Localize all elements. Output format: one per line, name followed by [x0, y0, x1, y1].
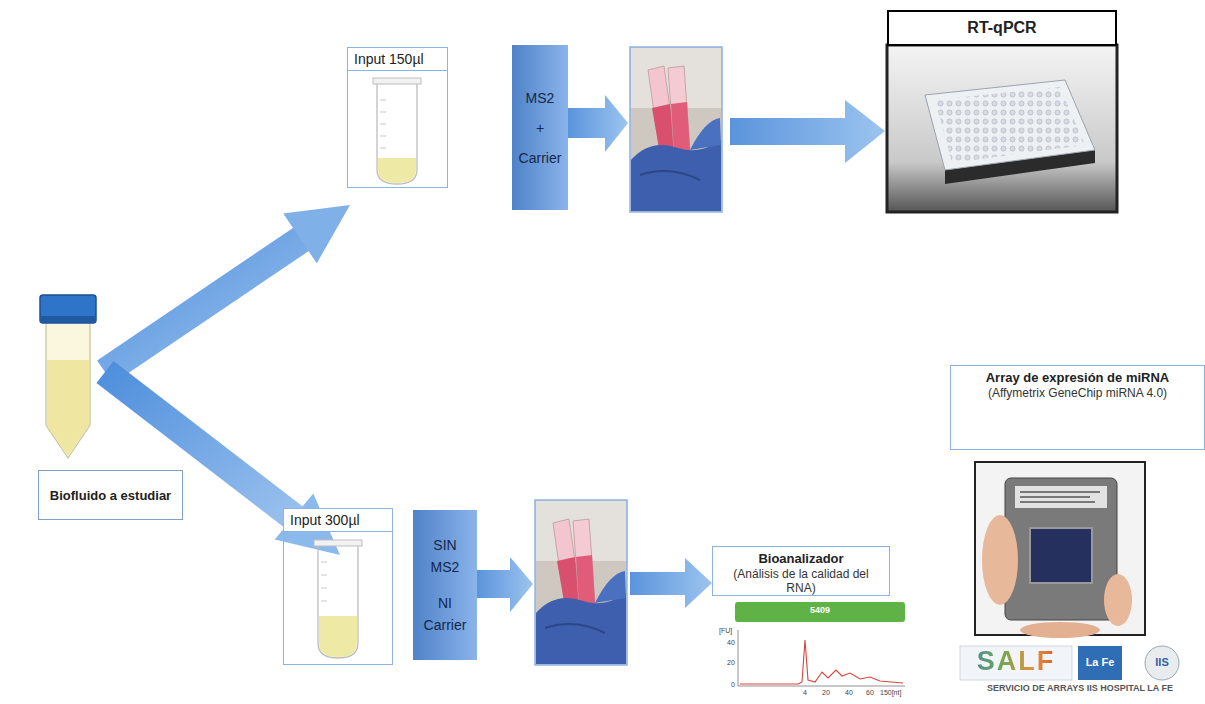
tube-photo	[535, 500, 627, 665]
microarray-chip	[1020, 622, 1100, 638]
bioanalyzer-chart	[740, 640, 903, 684]
axis-tick: 0	[731, 681, 735, 688]
biofluid-tube	[40, 295, 96, 323]
bioanalyzer-chart	[735, 602, 905, 622]
sample-tube	[318, 546, 358, 658]
process-box: MS2 + Carrier	[512, 45, 568, 210]
step-arrow	[730, 100, 885, 163]
sample-tube	[314, 540, 362, 658]
input-box: Input 150µl	[347, 47, 448, 188]
axis-tick: 20	[822, 689, 830, 696]
sample-tube	[321, 562, 327, 601]
bioanalyzer-chart	[738, 686, 905, 687]
node-title: RT-qPCR	[967, 19, 1036, 37]
logo-marks	[1145, 646, 1179, 680]
logo-marks	[960, 646, 1179, 680]
logo-wordmark: SALF	[960, 648, 1072, 675]
axis-tick: 60	[866, 689, 874, 696]
logo-marks	[1078, 646, 1122, 680]
step-arrow	[568, 95, 628, 152]
node-title: Bioanalizador	[719, 551, 883, 567]
tube-photo	[630, 47, 722, 212]
tube-photo	[690, 118, 721, 150]
sample-tube	[314, 540, 362, 546]
step-arrow	[477, 557, 533, 612]
sample-label: Biofluido a estudiar	[38, 470, 183, 520]
sample-tube	[319, 616, 357, 657]
qpcr-plate	[887, 45, 1117, 212]
tube-photo	[630, 47, 722, 212]
analysis-box: Bioanalizador(Análisis de la calidad del…	[712, 546, 890, 596]
logo-caption: SERVICIO DE ARRAYS IIS HOSPITAL LA FE	[960, 684, 1200, 693]
sample-tube	[373, 78, 421, 84]
microarray-chip	[982, 515, 1018, 605]
axis-tick: 40	[845, 689, 853, 696]
qpcr-plate	[925, 80, 1095, 170]
biofluid-tube	[46, 322, 90, 458]
input-box: Input 300µl	[283, 508, 393, 665]
microarray-chip	[1020, 492, 1100, 502]
microarray-chip	[1104, 574, 1132, 626]
qpcr-plate	[887, 45, 1117, 212]
process-box: SIN MS2 NI Carrier	[413, 510, 477, 660]
node-text: (Análisis de la calidad del RNA)	[719, 567, 883, 596]
sample-tube	[378, 158, 416, 183]
microarray-chip	[1005, 478, 1117, 620]
node-text: NI Carrier	[413, 592, 477, 636]
microarray-chip	[1030, 528, 1092, 583]
biofluid-tube	[40, 316, 96, 323]
qpcr-plate	[935, 87, 1085, 163]
tube-photo	[668, 66, 690, 152]
node-title: Input 300µl	[284, 509, 392, 532]
microarray-chip	[975, 462, 1145, 635]
sample-tube	[377, 84, 417, 184]
node-title: Input 150µl	[348, 48, 447, 71]
biofluid-tube	[40, 295, 96, 458]
sample-tube	[373, 78, 421, 184]
logo-wordmark: IIS	[1145, 657, 1179, 668]
array-box: Array de expresión de miRNA(Affymetrix G…	[950, 365, 1205, 450]
tube-photo	[671, 102, 690, 152]
node-title: Array de expresión de miRNA	[957, 370, 1198, 386]
node-title: MS2 + Carrier	[512, 83, 568, 173]
microarray-chip	[975, 462, 1145, 638]
node-title: Biofluido a estudiar	[50, 488, 171, 503]
chart-sample-id: 5409	[735, 606, 905, 615]
method-header: RT-qPCR	[887, 10, 1117, 46]
node-title: SIN MS2	[413, 534, 477, 578]
axis-tick: 40	[727, 639, 735, 646]
tube-photo	[640, 171, 700, 180]
bioanalyzer-chart	[735, 602, 905, 686]
logo-wordmark: La Fe	[1078, 657, 1122, 668]
microarray-chip	[1015, 486, 1107, 508]
axis-tick: 20	[727, 659, 735, 666]
node-text: (Affymetrix GeneChip miRNA 4.0)	[957, 386, 1198, 400]
axis-unit: 150[nt]	[880, 689, 901, 696]
biofluid-tube	[47, 360, 89, 456]
step-arrow	[630, 558, 712, 608]
axis-tick: 4	[803, 689, 807, 696]
sample-tube	[380, 100, 386, 148]
branch-arrow	[283, 205, 350, 263]
axis-unit: [FU]	[719, 627, 732, 634]
bioanalyzer-chart	[738, 630, 739, 686]
logo-marks	[960, 646, 1072, 680]
branch-arrow	[105, 236, 306, 372]
tube-photo	[631, 140, 721, 211]
